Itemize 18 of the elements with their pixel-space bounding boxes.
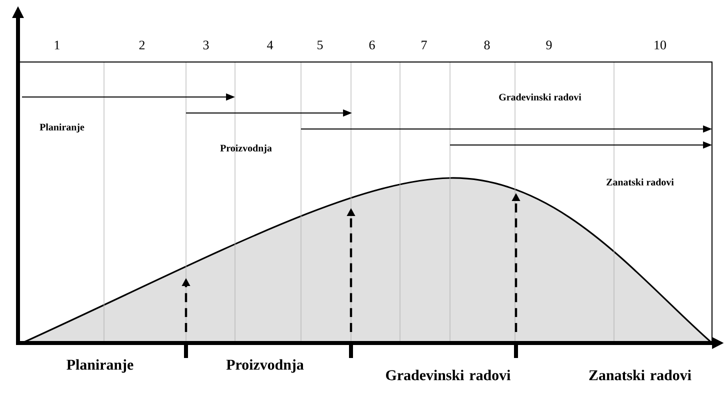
column-number: 9 xyxy=(546,40,552,50)
phase-label: Planiranje xyxy=(66,359,134,373)
phase-label: Gradevinski radovi xyxy=(386,370,510,380)
phase-label: Gradevinski radovi xyxy=(499,94,582,100)
column-number: 3 xyxy=(203,40,209,50)
phase-label: Proizvodnja xyxy=(226,359,304,373)
column-number: 4 xyxy=(267,40,274,50)
column-number: 1 xyxy=(54,40,60,50)
column-number: 6 xyxy=(369,40,375,50)
column-number: 2 xyxy=(139,40,145,50)
column-number: 7 xyxy=(422,40,427,50)
phase-label: Zanatski radovi xyxy=(606,178,674,186)
phase-label: Zanatski radovi xyxy=(589,370,692,380)
phase-label: Planiranje xyxy=(40,123,84,133)
column-number: 5 xyxy=(318,40,323,50)
column-number: 8 xyxy=(484,40,490,50)
column-number: 10 xyxy=(654,40,666,50)
phase-label: Proizvodnja xyxy=(220,144,272,154)
